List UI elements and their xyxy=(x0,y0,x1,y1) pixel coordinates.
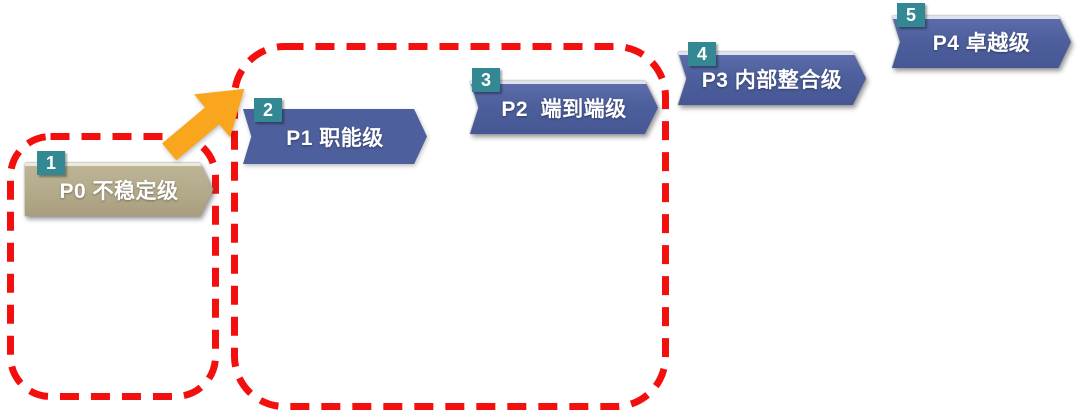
level-banner-p2: P2 端到端级 xyxy=(470,81,658,134)
level-banner-p2-label: P2 端到端级 xyxy=(470,81,658,134)
promotion-arrow-icon xyxy=(162,88,245,161)
level-banner-p1: P1 职能级 xyxy=(243,109,427,164)
level-badge-2: 2 xyxy=(254,98,282,122)
promotion-arrow-shape xyxy=(162,88,245,161)
level-badge-1: 1 xyxy=(37,151,65,175)
level-banner-p3: P3 内部整合级 xyxy=(678,52,866,105)
highlight-box-p0 xyxy=(7,133,219,400)
level-badge-3: 3 xyxy=(472,68,500,92)
highlight-box-p1 xyxy=(231,43,669,410)
level-badge-4: 4 xyxy=(688,42,716,66)
level-badge-5: 5 xyxy=(897,3,925,27)
level-banner-p1-label: P1 职能级 xyxy=(243,109,427,164)
level-banner-p3-label: P3 内部整合级 xyxy=(678,52,866,105)
